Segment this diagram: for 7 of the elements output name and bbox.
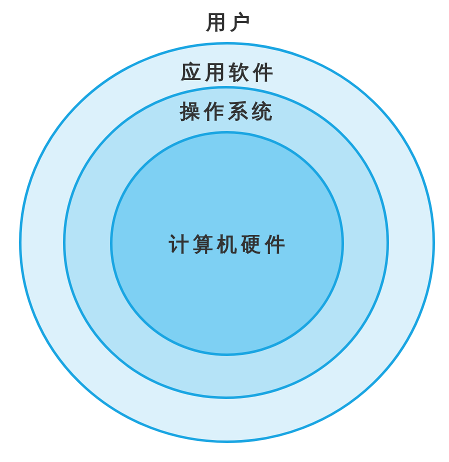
layer-label: 计算机硬件 xyxy=(168,232,289,256)
top-label: 用户 xyxy=(204,10,254,34)
inner-circle xyxy=(110,131,344,356)
middle-ring xyxy=(63,86,389,399)
layer-label: 应用软件 xyxy=(180,60,277,84)
layer-label: 操作系统 xyxy=(178,99,276,123)
outer-ring xyxy=(19,42,435,443)
